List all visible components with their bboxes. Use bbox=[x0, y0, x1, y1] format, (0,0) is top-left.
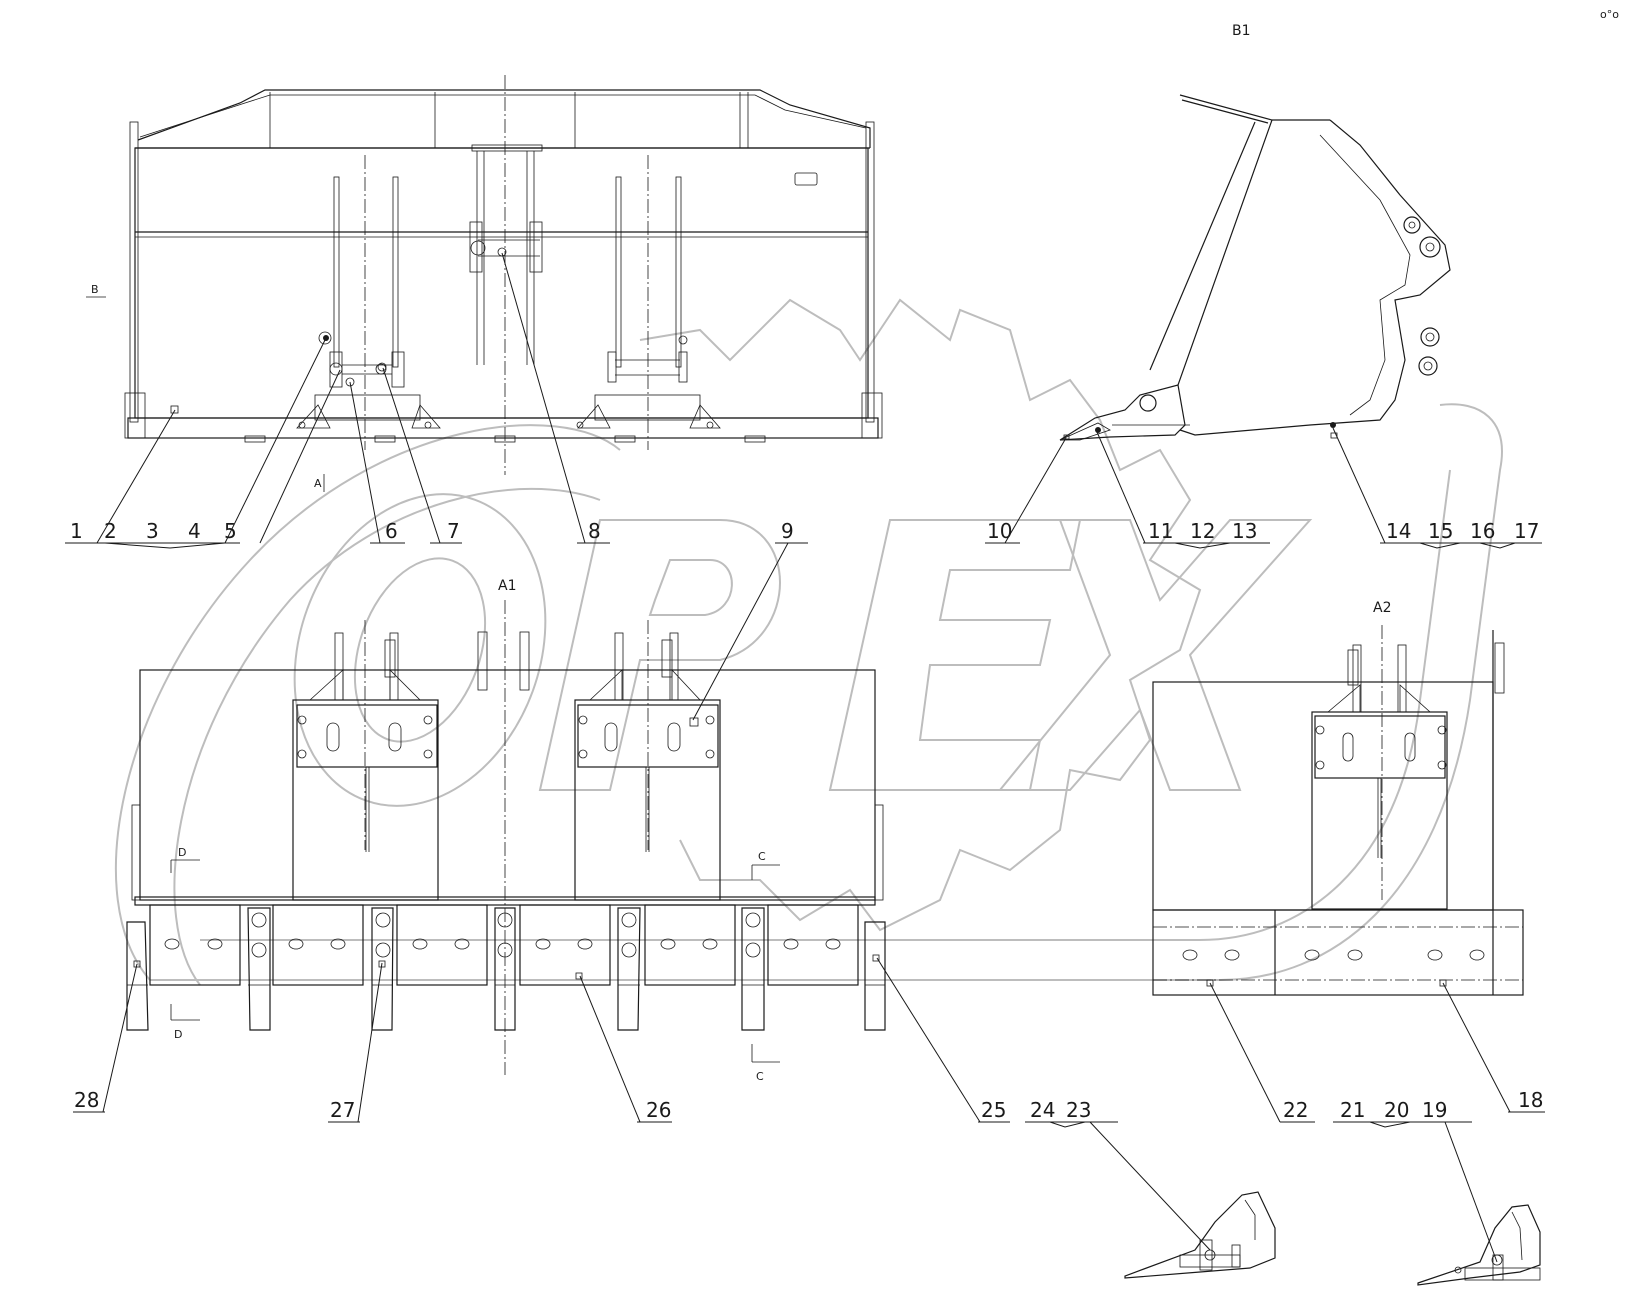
callout-7: 7 bbox=[447, 519, 460, 543]
callout-10: 10 bbox=[987, 519, 1012, 543]
callout-labels: 1 2 3 4 5 6 7 8 9 10 11 12 13 14 15 16 1… bbox=[70, 519, 1543, 1122]
callout-28: 28 bbox=[74, 1088, 99, 1112]
leader-lines bbox=[65, 252, 1545, 1263]
section-mark-a: A bbox=[314, 474, 325, 492]
callout-17: 17 bbox=[1514, 519, 1539, 543]
bottom-view-a2: A2 bbox=[1152, 600, 1524, 996]
callout-3: 3 bbox=[146, 519, 159, 543]
corner-mark: o°o bbox=[1600, 8, 1619, 21]
callout-16: 16 bbox=[1470, 519, 1495, 543]
callout-8: 8 bbox=[588, 519, 601, 543]
callout-25: 25 bbox=[981, 1098, 1006, 1122]
section-label-c-top: C bbox=[758, 850, 766, 863]
front-view bbox=[124, 75, 883, 475]
callout-20: 20 bbox=[1384, 1098, 1409, 1122]
callout-15: 15 bbox=[1428, 519, 1453, 543]
tooth-detail-19-21 bbox=[1417, 1204, 1541, 1286]
callout-26: 26 bbox=[646, 1098, 671, 1122]
callout-5: 5 bbox=[224, 519, 237, 543]
callout-19: 19 bbox=[1422, 1098, 1447, 1122]
callout-12: 12 bbox=[1190, 519, 1215, 543]
bottom-view-a1: A1 bbox=[126, 578, 886, 1083]
view-label-a1: A1 bbox=[498, 578, 516, 594]
watermark-logo bbox=[115, 298, 1503, 986]
callout-21: 21 bbox=[1340, 1098, 1365, 1122]
section-label-a: A bbox=[314, 477, 322, 490]
callout-9: 9 bbox=[781, 519, 794, 543]
callout-27: 27 bbox=[330, 1098, 355, 1122]
callout-2: 2 bbox=[104, 519, 117, 543]
section-label-c-bottom: C bbox=[756, 1070, 764, 1083]
section-mark-b: B bbox=[86, 283, 106, 298]
callout-22: 22 bbox=[1283, 1098, 1308, 1122]
tooth-detail-23-24 bbox=[1124, 1191, 1276, 1279]
callout-6: 6 bbox=[385, 519, 398, 543]
callout-18: 18 bbox=[1518, 1088, 1543, 1112]
callout-13: 13 bbox=[1232, 519, 1257, 543]
section-label-b: B bbox=[91, 283, 99, 296]
callout-14: 14 bbox=[1386, 519, 1411, 543]
section-label-d-bottom: D bbox=[174, 1028, 182, 1041]
side-view-b1: B1 bbox=[1059, 23, 1451, 441]
view-label-a2: A2 bbox=[1373, 600, 1391, 616]
callout-11: 11 bbox=[1148, 519, 1173, 543]
callout-1: 1 bbox=[70, 519, 83, 543]
section-label-d-top: D bbox=[178, 846, 186, 859]
callout-23: 23 bbox=[1066, 1098, 1091, 1122]
callout-4: 4 bbox=[188, 519, 201, 543]
view-label-b1: B1 bbox=[1232, 23, 1251, 39]
callout-24: 24 bbox=[1030, 1098, 1055, 1122]
